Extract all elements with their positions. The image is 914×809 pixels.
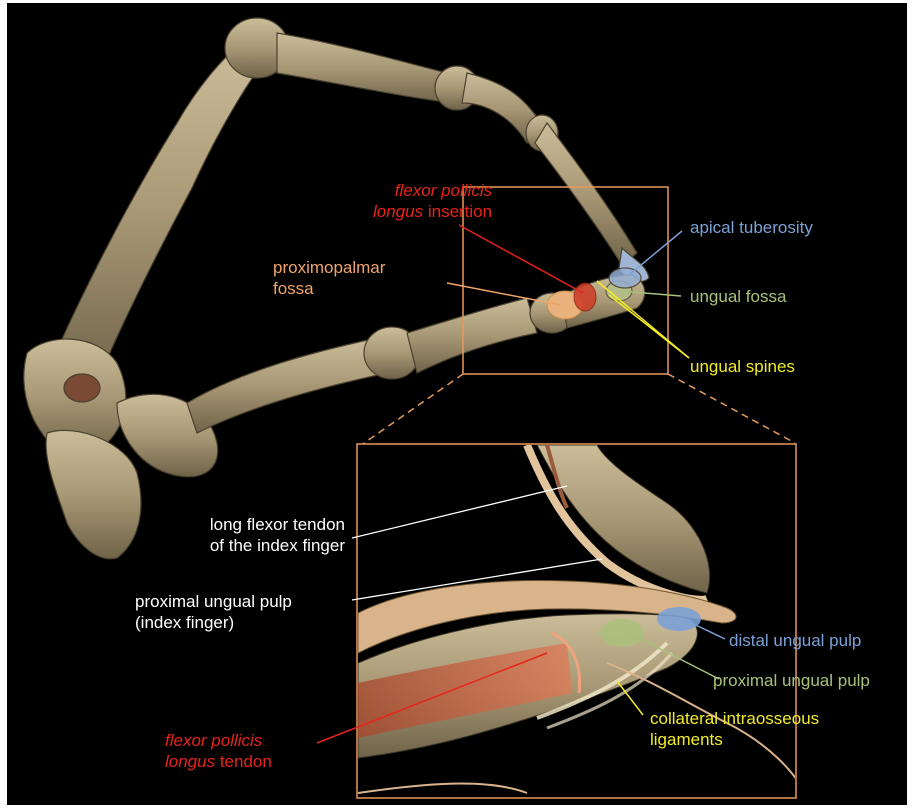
label-apical-tuberosity: apical tuberosity <box>690 217 813 238</box>
label-long-flexor-l1: long flexor tendon <box>150 514 345 535</box>
label-collateral-l2: ligaments <box>650 729 819 750</box>
label-fpl-tendon-l2-plain: tendon <box>215 752 272 771</box>
label-fpl-insertion-l1: flexor pollicis <box>395 181 492 200</box>
label-distal-ungual-pulp: distal ungual pulp <box>729 630 861 651</box>
label-fpl-insertion: flexor pollicis longus insertion <box>373 180 492 222</box>
label-fpl-tendon: flexor pollicis longus tendon <box>165 730 272 772</box>
label-fpl-insertion-l2-plain: insertion <box>423 202 492 221</box>
label-collateral-l1: collateral intraosseous <box>650 708 819 729</box>
zoom-line-right <box>668 374 795 443</box>
label-proximal-ungual-pulp: proximal ungual pulp <box>713 670 870 691</box>
label-proximal-pulp-index-l2: (index finger) <box>135 612 292 633</box>
label-proximopalmar-fossa: proximopalmar fossa <box>273 257 385 299</box>
thumb-bones <box>187 268 645 433</box>
label-proximopalmar-l1: proximopalmar <box>273 257 385 278</box>
label-ungual-fossa: ungual fossa <box>690 286 786 307</box>
label-fpl-insertion-l2-italic: longus <box>373 202 423 221</box>
label-collateral-ligaments: collateral intraosseous ligaments <box>650 708 819 750</box>
anatomy-figure: flexor pollicis longus insertion proximo… <box>7 3 907 805</box>
label-proximopalmar-l2: fossa <box>273 278 385 299</box>
leader-ungual-spines-b <box>609 295 689 358</box>
label-ungual-spines: ungual spines <box>690 356 795 377</box>
label-fpl-tendon-l1: flexor pollicis <box>165 731 262 750</box>
label-proximal-pulp-index-l1: proximal ungual pulp <box>135 591 292 612</box>
zoom-line-left <box>357 374 463 448</box>
leader-fpl-insertion <box>459 225 583 293</box>
label-long-flexor-l2: of the index finger <box>150 535 345 556</box>
label-fpl-tendon-l2-italic: longus <box>165 752 215 771</box>
label-long-flexor-tendon: long flexor tendon of the index finger <box>150 514 345 556</box>
label-proximal-ungual-pulp-index: proximal ungual pulp (index finger) <box>135 591 292 633</box>
